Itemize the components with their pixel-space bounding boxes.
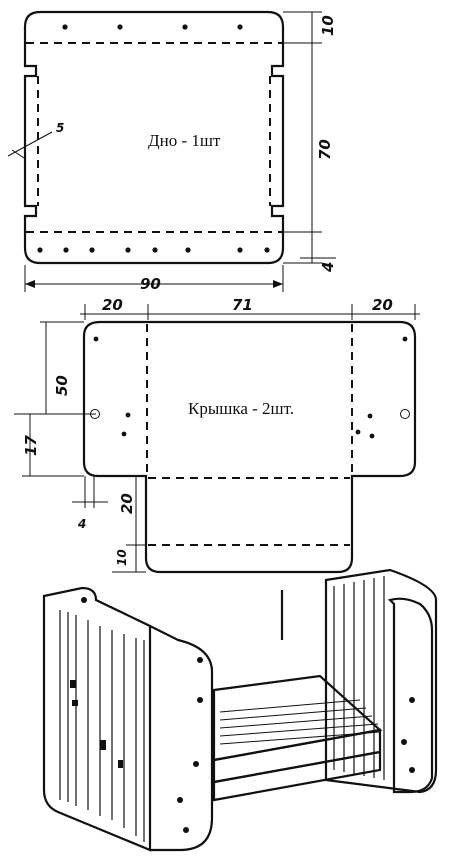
right-wall-texture [333,576,385,780]
shelf-texture [219,699,381,745]
lid-dim-right: 20 [372,296,393,314]
bottom-holes [37,24,270,253]
lid-dim-middle: 71 [232,296,253,314]
lid-part-outline [82,320,417,574]
left-wall-rivets [70,597,203,833]
lid-dim-small: 4 [77,517,86,531]
lid-dim-edge: 10 [115,549,129,566]
lid-holes [90,336,410,439]
lid-dim-tab: 20 [118,493,136,514]
bottom-dim-height: 70 [316,139,334,160]
lid-part-label: Крышка - 2шт. [188,399,294,418]
left-wall-texture [59,610,145,842]
bottom-part-label: Дно - 1шт [148,131,221,150]
lid-dim-height: 50 [53,375,71,396]
bottom-dim-width: 90 [140,275,161,293]
bottom-part-drawing: 5 Дно - 1шт 10 70 4 90 [7,10,337,293]
bottom-part-outline [23,10,285,265]
assembled-box-illustration [42,568,438,852]
right-wall-rivets [401,697,415,773]
bottom-dim-top: 10 [319,15,337,36]
bottom-dim-bottom: 4 [319,262,337,273]
bottom-dim-slot: 5 [56,121,64,135]
lid-dim-hole: 17 [22,435,40,456]
lid-dim-left: 20 [102,296,123,314]
lid-part-drawing: 20 71 20 Крышка - 2шт. 50 1 [14,296,420,574]
assembled-left-wall [42,586,152,852]
assembled-right-wall [324,568,438,794]
